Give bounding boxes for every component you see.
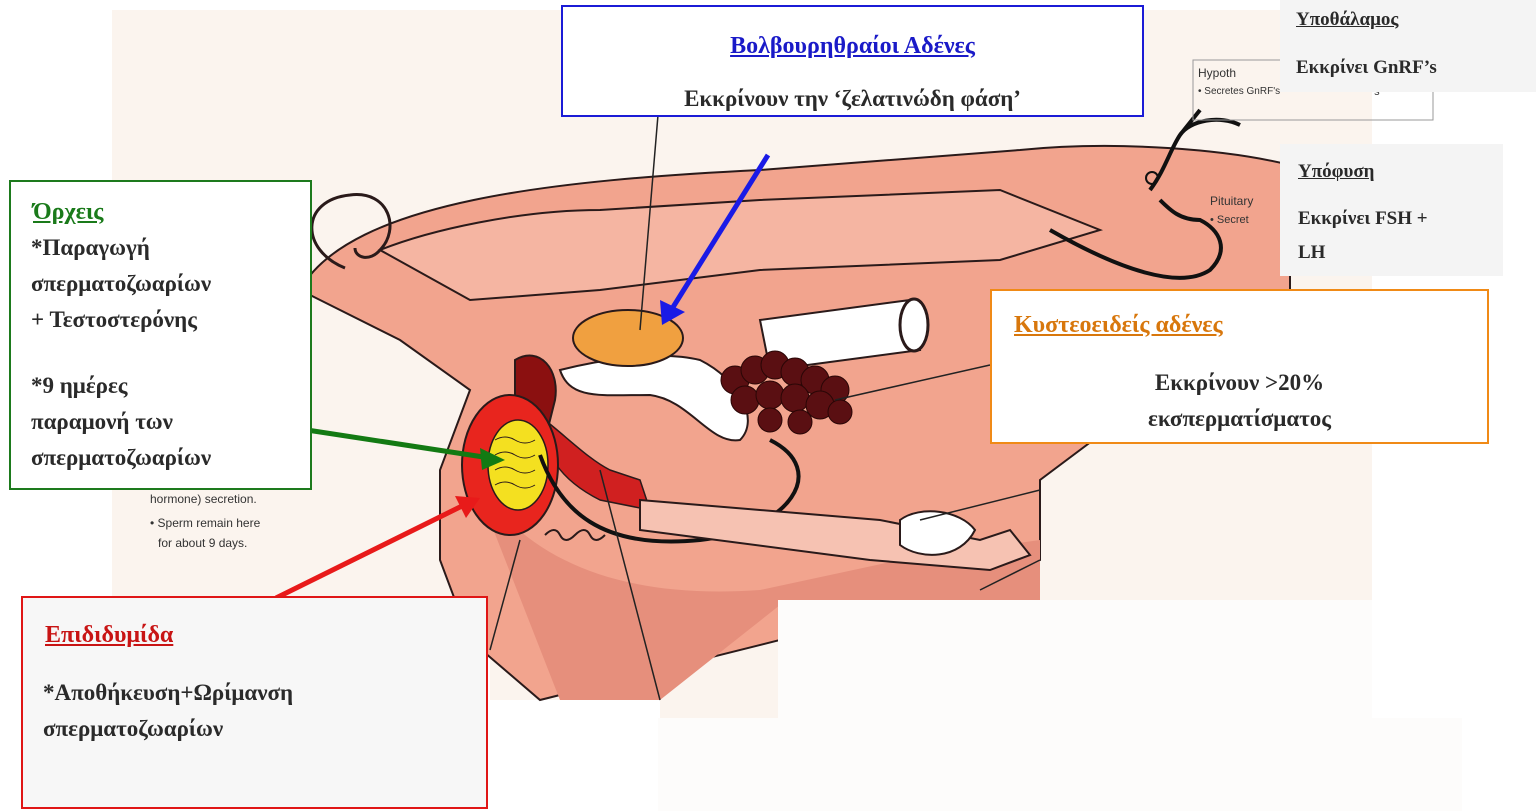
callout-line: *Παραγωγή: [31, 230, 150, 266]
label-secret: • Secret: [1210, 214, 1249, 226]
callout-line: σπερματοζωαρίων: [31, 440, 211, 476]
callout-epididymis: Επιδιδυμίδα *Αποθήκευση+Ωρίμανση σπερματ…: [21, 596, 488, 809]
callout-title: Επιδιδυμίδα: [45, 622, 173, 649]
label-sperm-2: for about 9 days.: [158, 536, 247, 550]
blank-patch: [658, 718, 1462, 811]
callout-hypothalamus: Υποθάλαμος Εκκρίνει GnRF’s: [1280, 0, 1536, 92]
label-hypoth: Hypoth: [1198, 66, 1236, 80]
callout-line: LH: [1298, 237, 1325, 269]
callout-bulbourethral: Βολβουρηθραίοι Αδένες Εκκρίνουν την ‘ζελ…: [561, 5, 1144, 117]
label-secretes-gnrf: • Secretes GnRF's: [1198, 86, 1280, 97]
callout-seminal-vesicles: Κυστεοειδείς αδένες Εκκρίνουν >20% εκσπε…: [990, 289, 1489, 444]
callout-line: Εκκρίνει GnRF’s: [1296, 57, 1437, 79]
label-sperm-1: • Sperm remain here: [150, 516, 260, 530]
callout-pituitary: Υπόφυση Εκκρίνει FSH + LH: [1280, 144, 1503, 276]
callout-line: Εκκρίνουν >20%: [992, 370, 1487, 396]
callout-line: σπερματοζωαρίων: [43, 716, 223, 742]
callout-testes: Όρχεις *Παραγωγή σπερματοζωαρίων + Τεστο…: [9, 180, 312, 490]
label-pituitary: Pituitary: [1210, 194, 1253, 208]
callout-line: + Τεστοστερόνης: [31, 302, 197, 338]
callout-text: Εκκρίνουν την ‘ζελατινώδη φάση’: [563, 86, 1142, 112]
callout-line: σπερματοζωαρίων: [31, 266, 211, 302]
callout-line: εκσπερματίσματος: [992, 406, 1487, 432]
callout-title: Όρχεις: [33, 199, 103, 226]
callout-title: Υποθάλαμος: [1296, 9, 1398, 31]
callout-title: Υπόφυση: [1298, 161, 1374, 183]
callout-line: Εκκρίνει FSH +: [1298, 203, 1428, 235]
tube-opening: [900, 299, 928, 351]
callout-line: *Αποθήκευση+Ωρίμανση: [43, 680, 293, 706]
callout-line: παραμονή των: [31, 404, 173, 440]
callout-title: Βολβουρηθραίοι Αδένες: [563, 33, 1142, 60]
testis-yellow: [488, 420, 548, 510]
callout-title: Κυστεοειδείς αδένες: [1014, 312, 1223, 339]
callout-line: *9 ημέρες: [31, 368, 128, 404]
label-hormone: hormone) secretion.: [150, 492, 257, 506]
